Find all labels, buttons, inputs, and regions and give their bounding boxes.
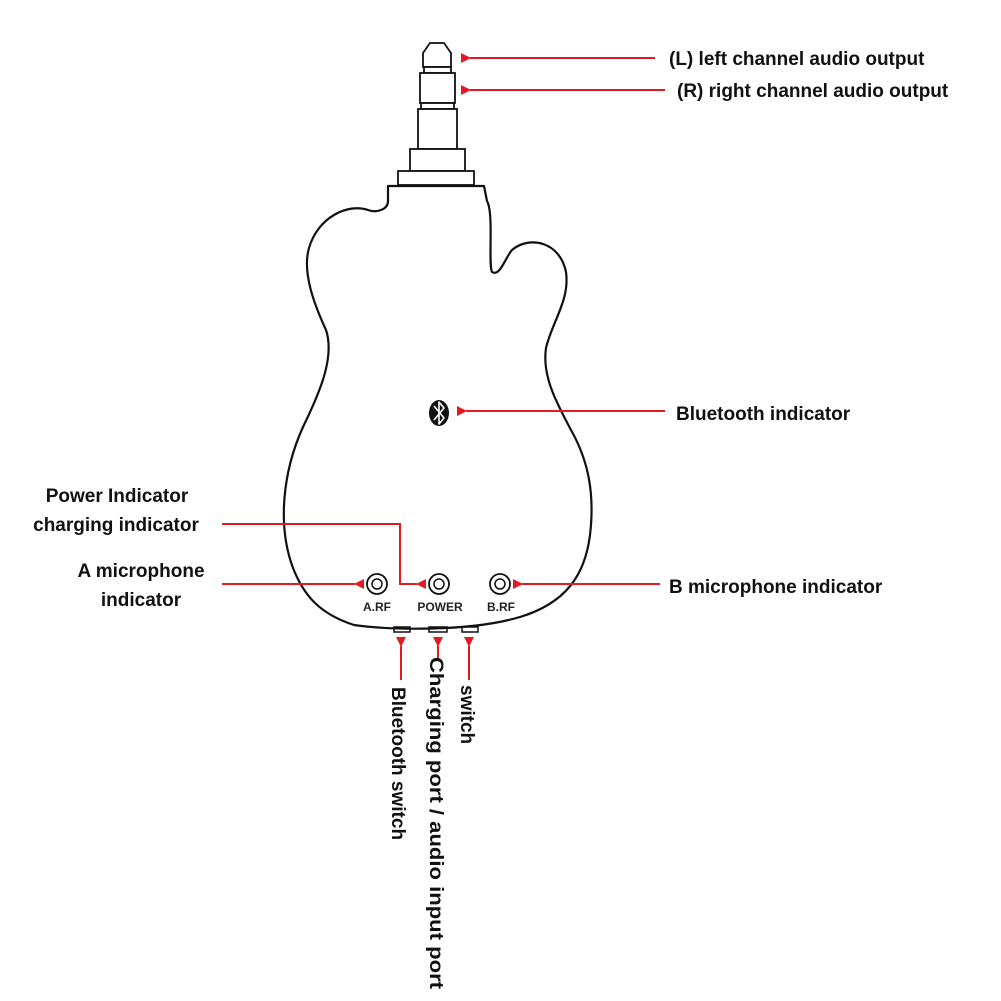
arf-label: A.RF	[363, 600, 391, 614]
power-indicator	[428, 573, 450, 595]
switch-label: switch	[456, 685, 477, 744]
bluetooth-icon	[429, 400, 449, 426]
switch-port	[461, 626, 479, 633]
a-mic-label-2: indicator	[101, 590, 182, 611]
audio-plug	[397, 42, 475, 186]
b-rf-indicator	[489, 573, 511, 595]
brf-label: B.RF	[487, 600, 515, 614]
bluetooth-indicator-label: Bluetooth indicator	[676, 404, 851, 425]
bluetooth-switch-port	[393, 626, 411, 633]
right-channel-label: (R) right channel audio output	[677, 81, 949, 102]
a-rf-indicator	[366, 573, 388, 595]
left-channel-label: (L) left channel audio output	[669, 49, 925, 70]
bluetooth-switch-label: Bluetooth switch	[387, 687, 408, 840]
power-indicator-label: Power Indicator	[46, 486, 189, 507]
a-mic-label: A microphone	[77, 561, 204, 582]
charging-port-label: Charging port / audio input port	[425, 657, 446, 990]
charging-port	[428, 626, 448, 633]
device-body	[282, 184, 593, 630]
power-label: POWER	[417, 600, 463, 614]
arrow-power-indicator	[222, 523, 426, 589]
b-mic-label: B microphone indicator	[669, 577, 883, 598]
charging-indicator-label: charging indicator	[33, 515, 199, 536]
